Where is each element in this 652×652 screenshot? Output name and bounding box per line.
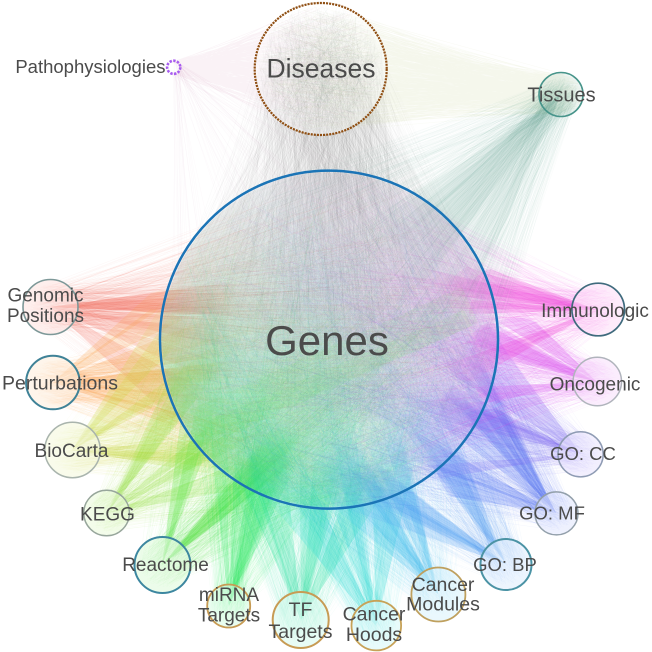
svg-text:Cancer: Cancer — [343, 604, 406, 626]
svg-text:Pathophysiologies: Pathophysiologies — [15, 56, 165, 77]
svg-text:Cancer: Cancer — [412, 574, 475, 596]
svg-text:TF: TF — [289, 599, 313, 621]
svg-text:Immunologic: Immunologic — [541, 301, 649, 322]
svg-text:Perturbations: Perturbations — [2, 373, 118, 395]
svg-text:miRNA: miRNA — [199, 585, 259, 606]
svg-text:GO: BP: GO: BP — [473, 554, 537, 575]
svg-text:GO: CC: GO: CC — [550, 443, 616, 464]
svg-text:Modules: Modules — [406, 594, 480, 616]
svg-text:Positions: Positions — [7, 306, 84, 327]
svg-text:Oncogenic: Oncogenic — [550, 375, 641, 396]
svg-text:Targets: Targets — [198, 606, 260, 627]
svg-text:Genes: Genes — [265, 317, 389, 364]
svg-text:Reactome: Reactome — [122, 555, 209, 576]
svg-text:Targets: Targets — [269, 621, 333, 643]
svg-text:Genomic: Genomic — [7, 286, 83, 307]
svg-text:KEGG: KEGG — [80, 505, 135, 526]
svg-text:BioCarta: BioCarta — [35, 441, 109, 462]
svg-text:GO: MF: GO: MF — [519, 503, 585, 524]
svg-text:Diseases: Diseases — [267, 54, 376, 84]
svg-text:Hoods: Hoods — [346, 624, 403, 646]
svg-text:Tissues: Tissues — [527, 85, 595, 107]
